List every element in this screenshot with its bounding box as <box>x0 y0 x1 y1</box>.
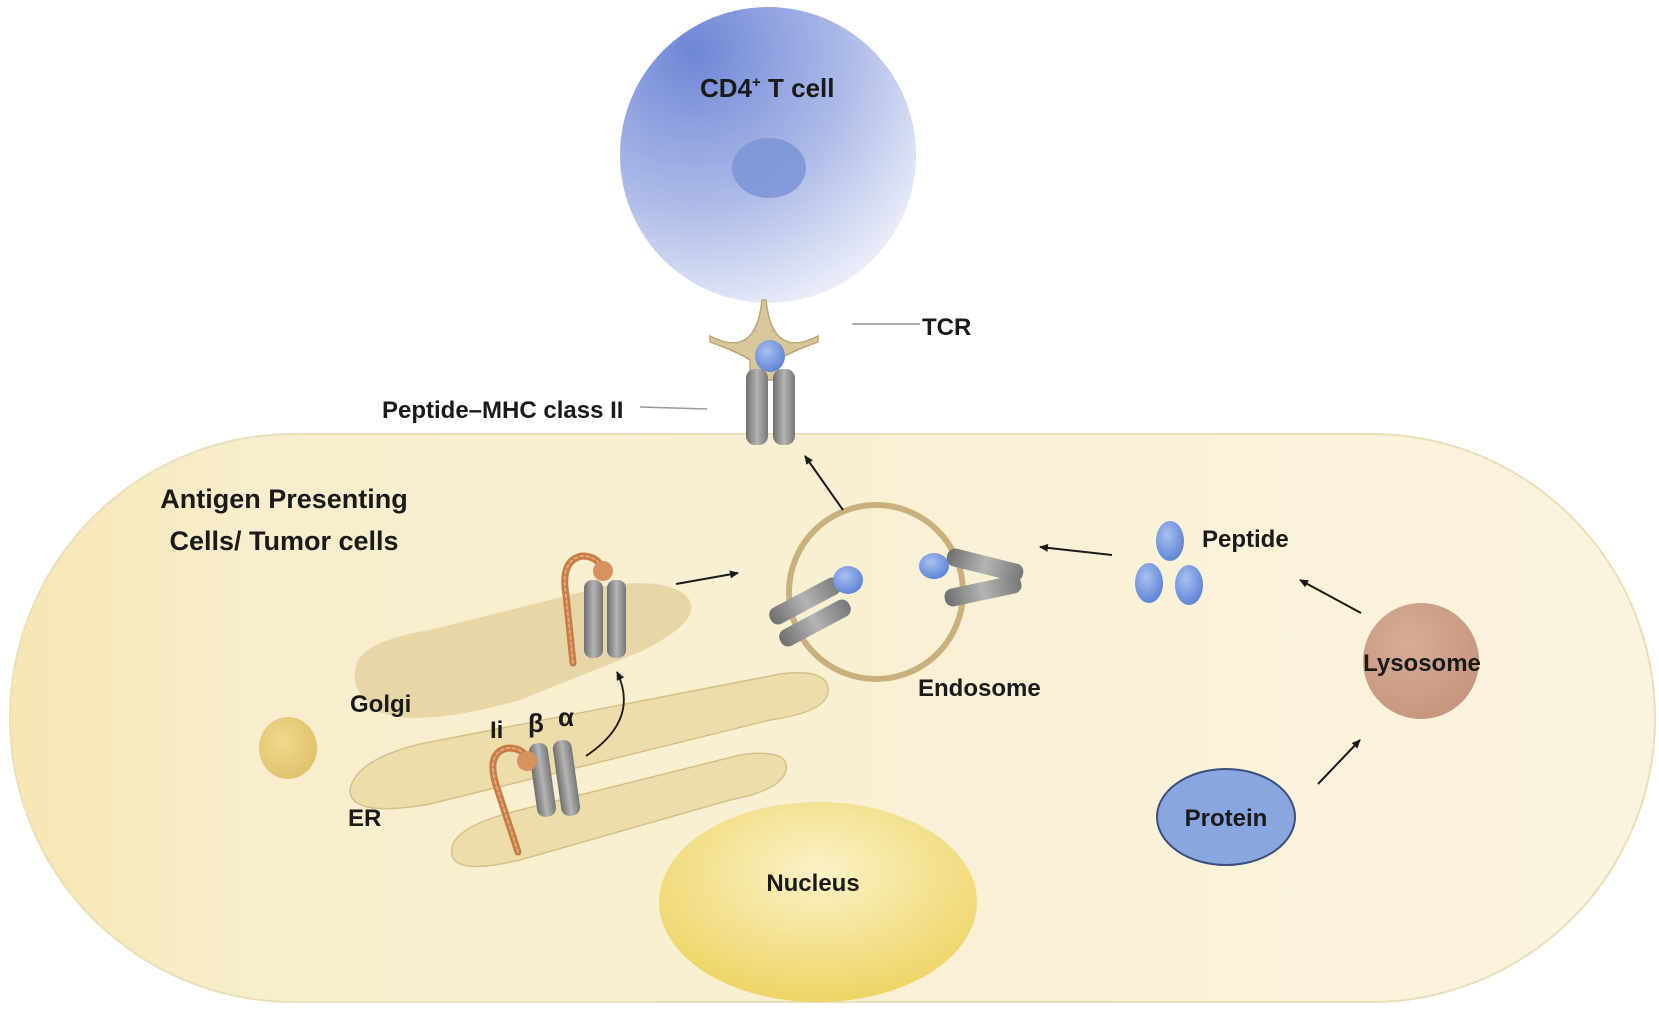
endosome-to-surface-arrow <box>804 455 844 511</box>
apc-label-line2: Cells/ Tumor cells <box>169 526 398 556</box>
mhc-surface-alpha <box>746 369 768 445</box>
protein-to-lysosome-arrow <box>1317 739 1361 785</box>
lysosome-to-peptide-arrow <box>1299 579 1362 614</box>
alpha-label: α <box>558 702 574 732</box>
lysosome-label: Lysosome <box>1363 650 1481 677</box>
endosome-mhc-left-1 <box>769 577 841 625</box>
er-upper <box>349 672 829 810</box>
er-mhc-alpha <box>552 740 581 816</box>
endosome-peptide-right <box>919 553 949 579</box>
endosome-mhc-right-1 <box>946 548 1024 582</box>
peptide-2 <box>1135 563 1163 603</box>
golgi-mhc-alpha <box>584 580 603 658</box>
golgi-label: Golgi <box>350 691 411 718</box>
surface-peptide <box>755 340 785 372</box>
er-label: ER <box>348 805 381 832</box>
small-vesicle <box>259 717 317 779</box>
protein <box>1156 768 1296 866</box>
endosome-label: Endosome <box>918 675 1041 702</box>
peptide-mhc-leader-line <box>639 406 708 410</box>
golgi-mhc-beta <box>607 580 626 658</box>
nucleus-label: Nucleus <box>766 870 859 897</box>
ii-label: Ii <box>490 717 503 744</box>
er-invariant-chain-head <box>517 751 537 771</box>
golgi-invariant-chain-head <box>593 561 613 581</box>
peptide-mhc-label: Peptide–MHC class II <box>382 397 623 424</box>
er-to-golgi-arrow <box>585 671 625 757</box>
peptide-3 <box>1175 565 1203 605</box>
peptide-1 <box>1156 521 1184 561</box>
mhc-surface-beta <box>773 369 795 445</box>
endosome-mhc-left-2 <box>779 599 851 647</box>
tcr-label: TCR <box>922 314 971 341</box>
golgi-to-endosome-arrow <box>675 570 739 585</box>
er-lower <box>450 752 787 868</box>
peptide-label: Peptide <box>1202 526 1289 553</box>
t-cell-nucleus <box>732 138 806 198</box>
endosome-mhc-right-2 <box>944 575 1022 607</box>
lysosome <box>1363 603 1479 719</box>
endosome-peptide-left <box>833 566 863 594</box>
t-cell-label: CD4+ T cell <box>700 73 834 103</box>
apc-label-line1: Antigen Presenting <box>160 484 408 514</box>
beta-label: β <box>528 708 544 738</box>
protein-label: Protein <box>1185 805 1268 832</box>
peptide-to-endosome-arrow <box>1039 543 1113 556</box>
nucleus <box>659 802 977 1002</box>
